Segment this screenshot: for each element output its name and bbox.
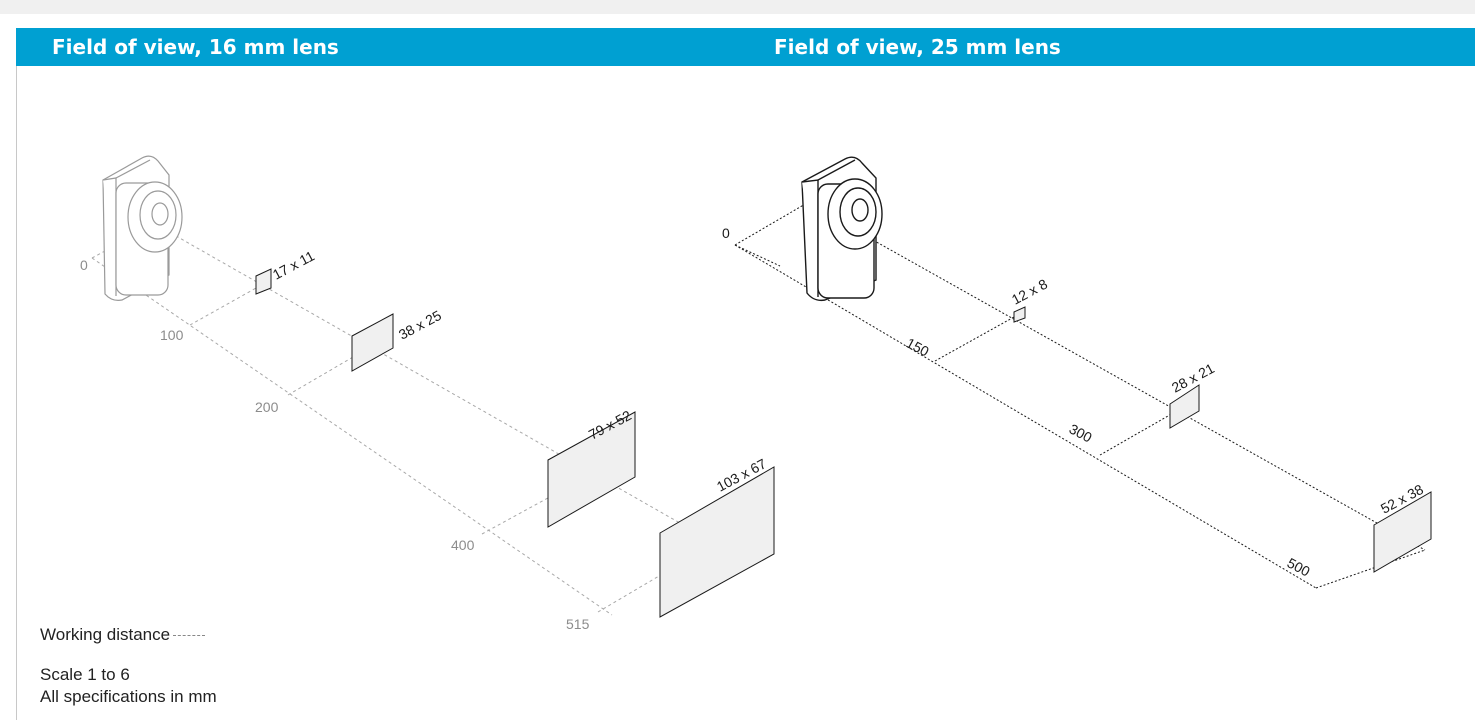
camera-icon-16mm bbox=[102, 155, 183, 301]
distance-label: 150 bbox=[904, 335, 932, 360]
panel-border bbox=[16, 66, 17, 720]
fov-plane-28x21 bbox=[1169, 384, 1200, 429]
fov-plane-52x38 bbox=[1373, 491, 1432, 573]
diagram-16mm: 0 100 200 400 515 17 x 11 38 x 25 79 x 5… bbox=[80, 155, 775, 632]
fov-label: 17 x 11 bbox=[270, 247, 317, 282]
legend-working-distance: Working distance bbox=[40, 625, 206, 645]
fov-planes-25mm bbox=[1013, 306, 1432, 573]
camera-icon-25mm bbox=[801, 156, 883, 302]
top-band bbox=[0, 0, 1475, 14]
distance-label: 0 bbox=[80, 257, 88, 273]
panel-title-25mm: Field of view, 25 mm lens bbox=[762, 28, 1475, 66]
distance-label: 0 bbox=[722, 225, 730, 241]
legend-units: All specifications in mm bbox=[40, 687, 217, 706]
distance-label: 400 bbox=[451, 537, 475, 553]
fov-plane-12x8 bbox=[1013, 306, 1026, 323]
fov-plane-79x52 bbox=[547, 411, 636, 528]
distance-labels-16mm: 0 100 200 400 515 bbox=[80, 257, 590, 632]
legend-working-distance-label: Working distance bbox=[40, 625, 171, 644]
diagram-25mm: 0 150 300 500 12 x 8 28 x 21 52 x 38 bbox=[722, 156, 1432, 589]
distance-label: 300 bbox=[1067, 421, 1095, 446]
fov-label: 38 x 25 bbox=[396, 307, 444, 343]
fov-plane-103x67 bbox=[659, 466, 775, 618]
fov-label: 12 x 8 bbox=[1009, 276, 1050, 308]
panel-title-16mm: Field of view, 16 mm lens bbox=[16, 28, 762, 66]
distance-label: 100 bbox=[160, 327, 184, 343]
fov-labels-16mm: 17 x 11 38 x 25 79 x 52 103 x 67 bbox=[270, 247, 769, 494]
fov-plane-17x11 bbox=[255, 268, 272, 295]
distance-label: 515 bbox=[566, 616, 590, 632]
distance-label: 200 bbox=[255, 399, 279, 415]
distance-label: 500 bbox=[1285, 555, 1313, 580]
fov-plane-38x25 bbox=[351, 313, 394, 372]
dashed-line-icon bbox=[173, 635, 206, 637]
legend-scale: Scale 1 to 6 bbox=[40, 665, 130, 684]
fov-labels-25mm: 12 x 8 28 x 21 52 x 38 bbox=[1009, 276, 1426, 517]
fov-planes-16mm bbox=[255, 268, 775, 618]
working-distance-lines-25mm bbox=[734, 202, 1426, 589]
